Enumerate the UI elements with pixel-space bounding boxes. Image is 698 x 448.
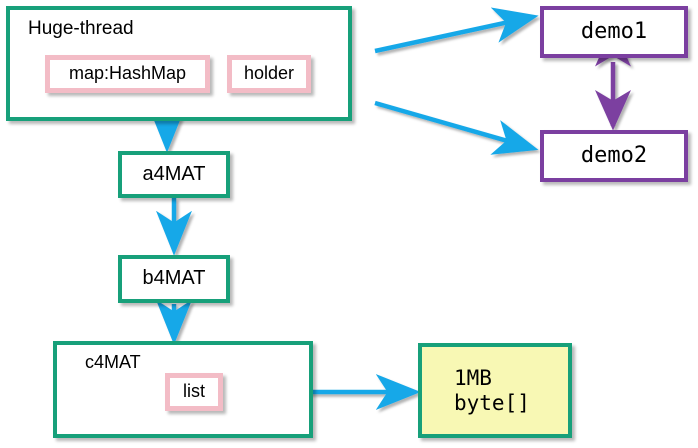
node-byte-array-text: 1MB byte[] — [422, 347, 568, 434]
node-demo1-label: demo1 — [580, 19, 648, 45]
node-demo1[interactable]: demo1 — [540, 6, 688, 58]
edge-huge-thread-to-demo2 — [374, 100, 539, 155]
node-list-label: list — [183, 381, 205, 402]
node-a4mat[interactable]: a4MAT — [118, 151, 230, 198]
node-map-hashmap[interactable]: map:HashMap — [45, 55, 210, 93]
node-c4mat-label: c4MAT — [85, 352, 141, 372]
node-byte-array-line1: 1MB — [454, 365, 492, 390]
node-b4mat[interactable]: b4MAT — [118, 255, 230, 303]
node-b4mat-label: b4MAT — [142, 267, 206, 290]
node-byte-array[interactable]: 1MB byte[] — [418, 343, 572, 438]
node-map-hashmap-label: map:HashMap — [68, 63, 187, 84]
node-demo2[interactable]: demo2 — [540, 130, 688, 182]
node-holder[interactable]: holder — [227, 55, 311, 93]
node-huge-thread-label: Huge-thread — [28, 18, 134, 39]
node-list[interactable]: list — [165, 373, 223, 411]
node-holder-label: holder — [243, 63, 295, 84]
node-byte-array-line2: byte[] — [454, 390, 530, 415]
node-demo2-label: demo2 — [580, 143, 648, 169]
edge-huge-thread-to-demo1 — [374, 7, 539, 54]
node-a4mat-label: a4MAT — [142, 162, 206, 185]
